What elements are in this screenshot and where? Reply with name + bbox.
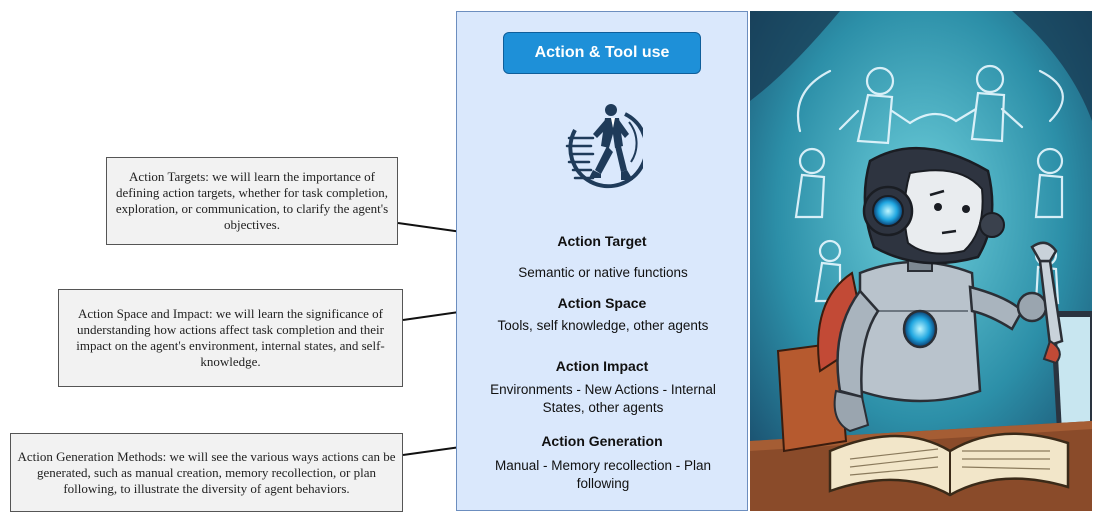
action-target-heading: Action Target [557, 233, 647, 249]
note-action-space-impact: Action Space and Impact: we will learn t… [58, 289, 403, 387]
action-space-heading: Action Space [557, 295, 647, 311]
note-action-targets-text: Action Targets: we will learn the import… [115, 169, 389, 232]
robot-illustration [750, 11, 1092, 511]
action-space-description: Tools, self knowledge, other agents [497, 318, 709, 333]
action-generation-description: Manual - Memory recollection - Plan foll… [494, 458, 712, 491]
running-businessman-icon [565, 104, 643, 189]
action-impact-heading: Action Impact [555, 358, 649, 374]
action-target-description: Semantic or native functions [518, 265, 688, 280]
action-tool-use-title-button[interactable]: Action & Tool use [503, 32, 701, 74]
action-tool-panel: Action & Tool use Action Target Semantic… [456, 11, 748, 511]
note-action-space-impact-text: Action Space and Impact: we will learn t… [76, 306, 385, 369]
action-impact-description: Environments - New Actions - Internal St… [490, 382, 716, 415]
action-generation-heading: Action Generation [541, 433, 663, 449]
note-action-generation-text: Action Generation Methods: we will see t… [17, 448, 396, 496]
note-action-generation: Action Generation Methods: we will see t… [10, 433, 403, 512]
note-action-targets: Action Targets: we will learn the import… [106, 157, 398, 245]
action-tool-use-title: Action & Tool use [534, 44, 670, 61]
